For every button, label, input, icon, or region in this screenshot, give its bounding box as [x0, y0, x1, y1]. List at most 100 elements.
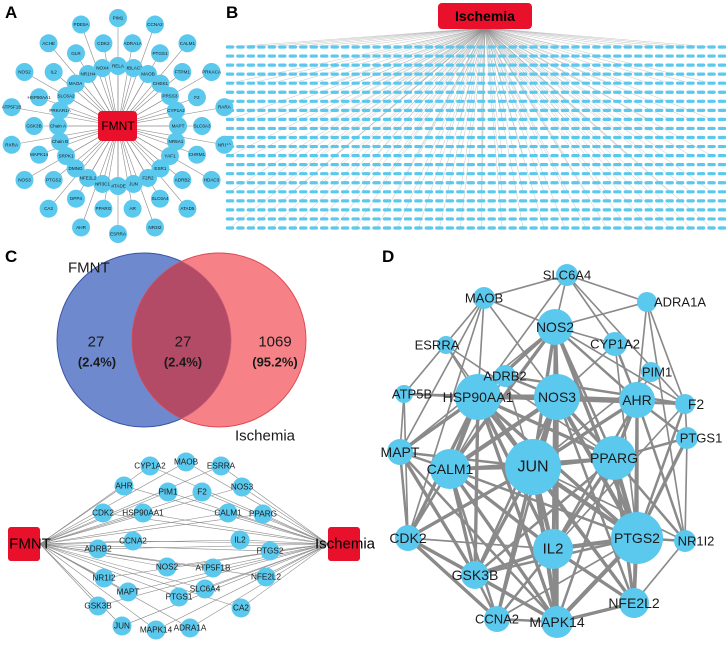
panel-b-node	[278, 190, 287, 194]
panel-b-node	[246, 217, 256, 221]
panel-b-node	[372, 190, 381, 194]
panel-b-node	[707, 208, 716, 212]
panel-b-node	[435, 226, 444, 230]
panel-b-node	[351, 144, 360, 149]
panel-b-node	[623, 63, 632, 67]
panel-b-node	[424, 108, 434, 112]
panel-b-node	[424, 154, 434, 158]
panel-b-node	[539, 72, 549, 76]
panel-b-node	[278, 226, 287, 230]
panel-b-node	[602, 199, 612, 203]
panel-c-node-label: NOS2	[156, 563, 179, 572]
panel-b-node	[665, 45, 674, 49]
panel-b-node	[487, 208, 496, 212]
panel-c-edge	[241, 486, 329, 545]
panel-b-node	[550, 117, 559, 121]
panel-c-node-label: ESRRA	[207, 462, 236, 471]
panel-b-node	[267, 199, 277, 203]
panel-b-node	[696, 172, 706, 176]
panel-d-edge	[398, 450, 559, 624]
panel-b-node	[686, 217, 695, 221]
panel-b-node	[351, 226, 360, 230]
panel-c-edge	[121, 543, 329, 627]
panel-b-node	[518, 117, 528, 121]
panel-d-edge	[406, 536, 499, 621]
panel-b-node	[560, 190, 570, 194]
panel-b-node	[571, 154, 580, 158]
panel-b-node	[613, 72, 622, 76]
panel-b-node	[351, 99, 360, 103]
panel-b-node	[487, 54, 496, 58]
panel-b-node	[571, 208, 580, 212]
panel-b-node	[382, 172, 392, 176]
panel-b-node	[654, 172, 664, 176]
panel-b-node	[477, 135, 486, 140]
panel-b-node	[403, 117, 413, 121]
panel-d-edge	[554, 326, 686, 405]
panel-b-node	[330, 108, 339, 112]
panel-c-node	[88, 596, 108, 616]
panel-b-node	[340, 72, 350, 76]
panel-b-node	[707, 163, 716, 167]
panel-b-node	[299, 217, 308, 221]
panel-d-node	[674, 530, 696, 552]
panel-b-node	[267, 181, 277, 185]
panel-b-node	[445, 117, 455, 121]
panel-b-node	[236, 126, 245, 131]
panel-b-node	[518, 190, 528, 194]
panel-a-node-label: Chain B	[52, 139, 68, 144]
panel-b-node	[320, 117, 329, 121]
panel-b-node	[623, 172, 632, 176]
panel-a-node-label: GSK3B	[26, 124, 41, 129]
panel-b-node	[696, 208, 706, 212]
panel-b-node	[320, 126, 329, 131]
panel-b-node	[497, 90, 507, 94]
panel-b-node	[696, 117, 706, 121]
panel-b-node	[644, 226, 653, 230]
panel-a-node-label: MAOA	[69, 81, 83, 86]
panel-b-node	[665, 154, 674, 158]
panel-b-node	[581, 163, 591, 167]
panel-b-node	[414, 72, 423, 76]
panel-d-edge	[553, 325, 639, 540]
panel-b-node	[372, 163, 381, 167]
panel-b-node	[707, 99, 716, 103]
panel-b-node	[717, 208, 726, 212]
panel-b-node	[278, 108, 287, 112]
panel-d-node-label: NOS3	[538, 389, 576, 405]
panel-b-node	[539, 81, 549, 85]
panel-b-node	[508, 108, 517, 112]
panel-b-node	[571, 90, 580, 94]
panel-b-node	[393, 90, 402, 94]
panel-b-node	[351, 45, 360, 49]
panel-b-node	[686, 199, 695, 203]
panel-b-node	[351, 181, 360, 185]
panel-a-node-label: NOS2	[18, 70, 31, 75]
panel-b-node	[592, 181, 601, 185]
panel-b-node	[456, 81, 465, 85]
panel-b-node	[571, 99, 580, 103]
panel-d-edge	[445, 344, 615, 459]
panel-b-node	[654, 217, 664, 221]
panel-b-node	[497, 117, 507, 121]
panel-b-node	[257, 63, 266, 67]
panel-b-node	[487, 81, 496, 85]
panel-a-node-label: JUN	[129, 181, 138, 186]
panel-b-node	[393, 126, 402, 131]
panel-d-node	[537, 309, 573, 345]
panel-b-node	[592, 117, 601, 121]
panel-d-node	[675, 394, 695, 414]
panel-b-node	[414, 54, 423, 58]
panel-c-node	[256, 567, 276, 587]
panel-b-node	[675, 199, 685, 203]
panel-b-node	[403, 154, 413, 158]
panel-b-node	[225, 144, 235, 149]
panel-b-node	[330, 135, 339, 140]
panel-b-node	[445, 135, 455, 140]
panel-d-node-label: PTGS2	[614, 530, 660, 546]
panel-a-node-label: RARA	[218, 105, 232, 110]
panel-b-node	[686, 226, 695, 230]
panel-b-node	[403, 126, 413, 131]
panel-b-node	[278, 154, 287, 158]
